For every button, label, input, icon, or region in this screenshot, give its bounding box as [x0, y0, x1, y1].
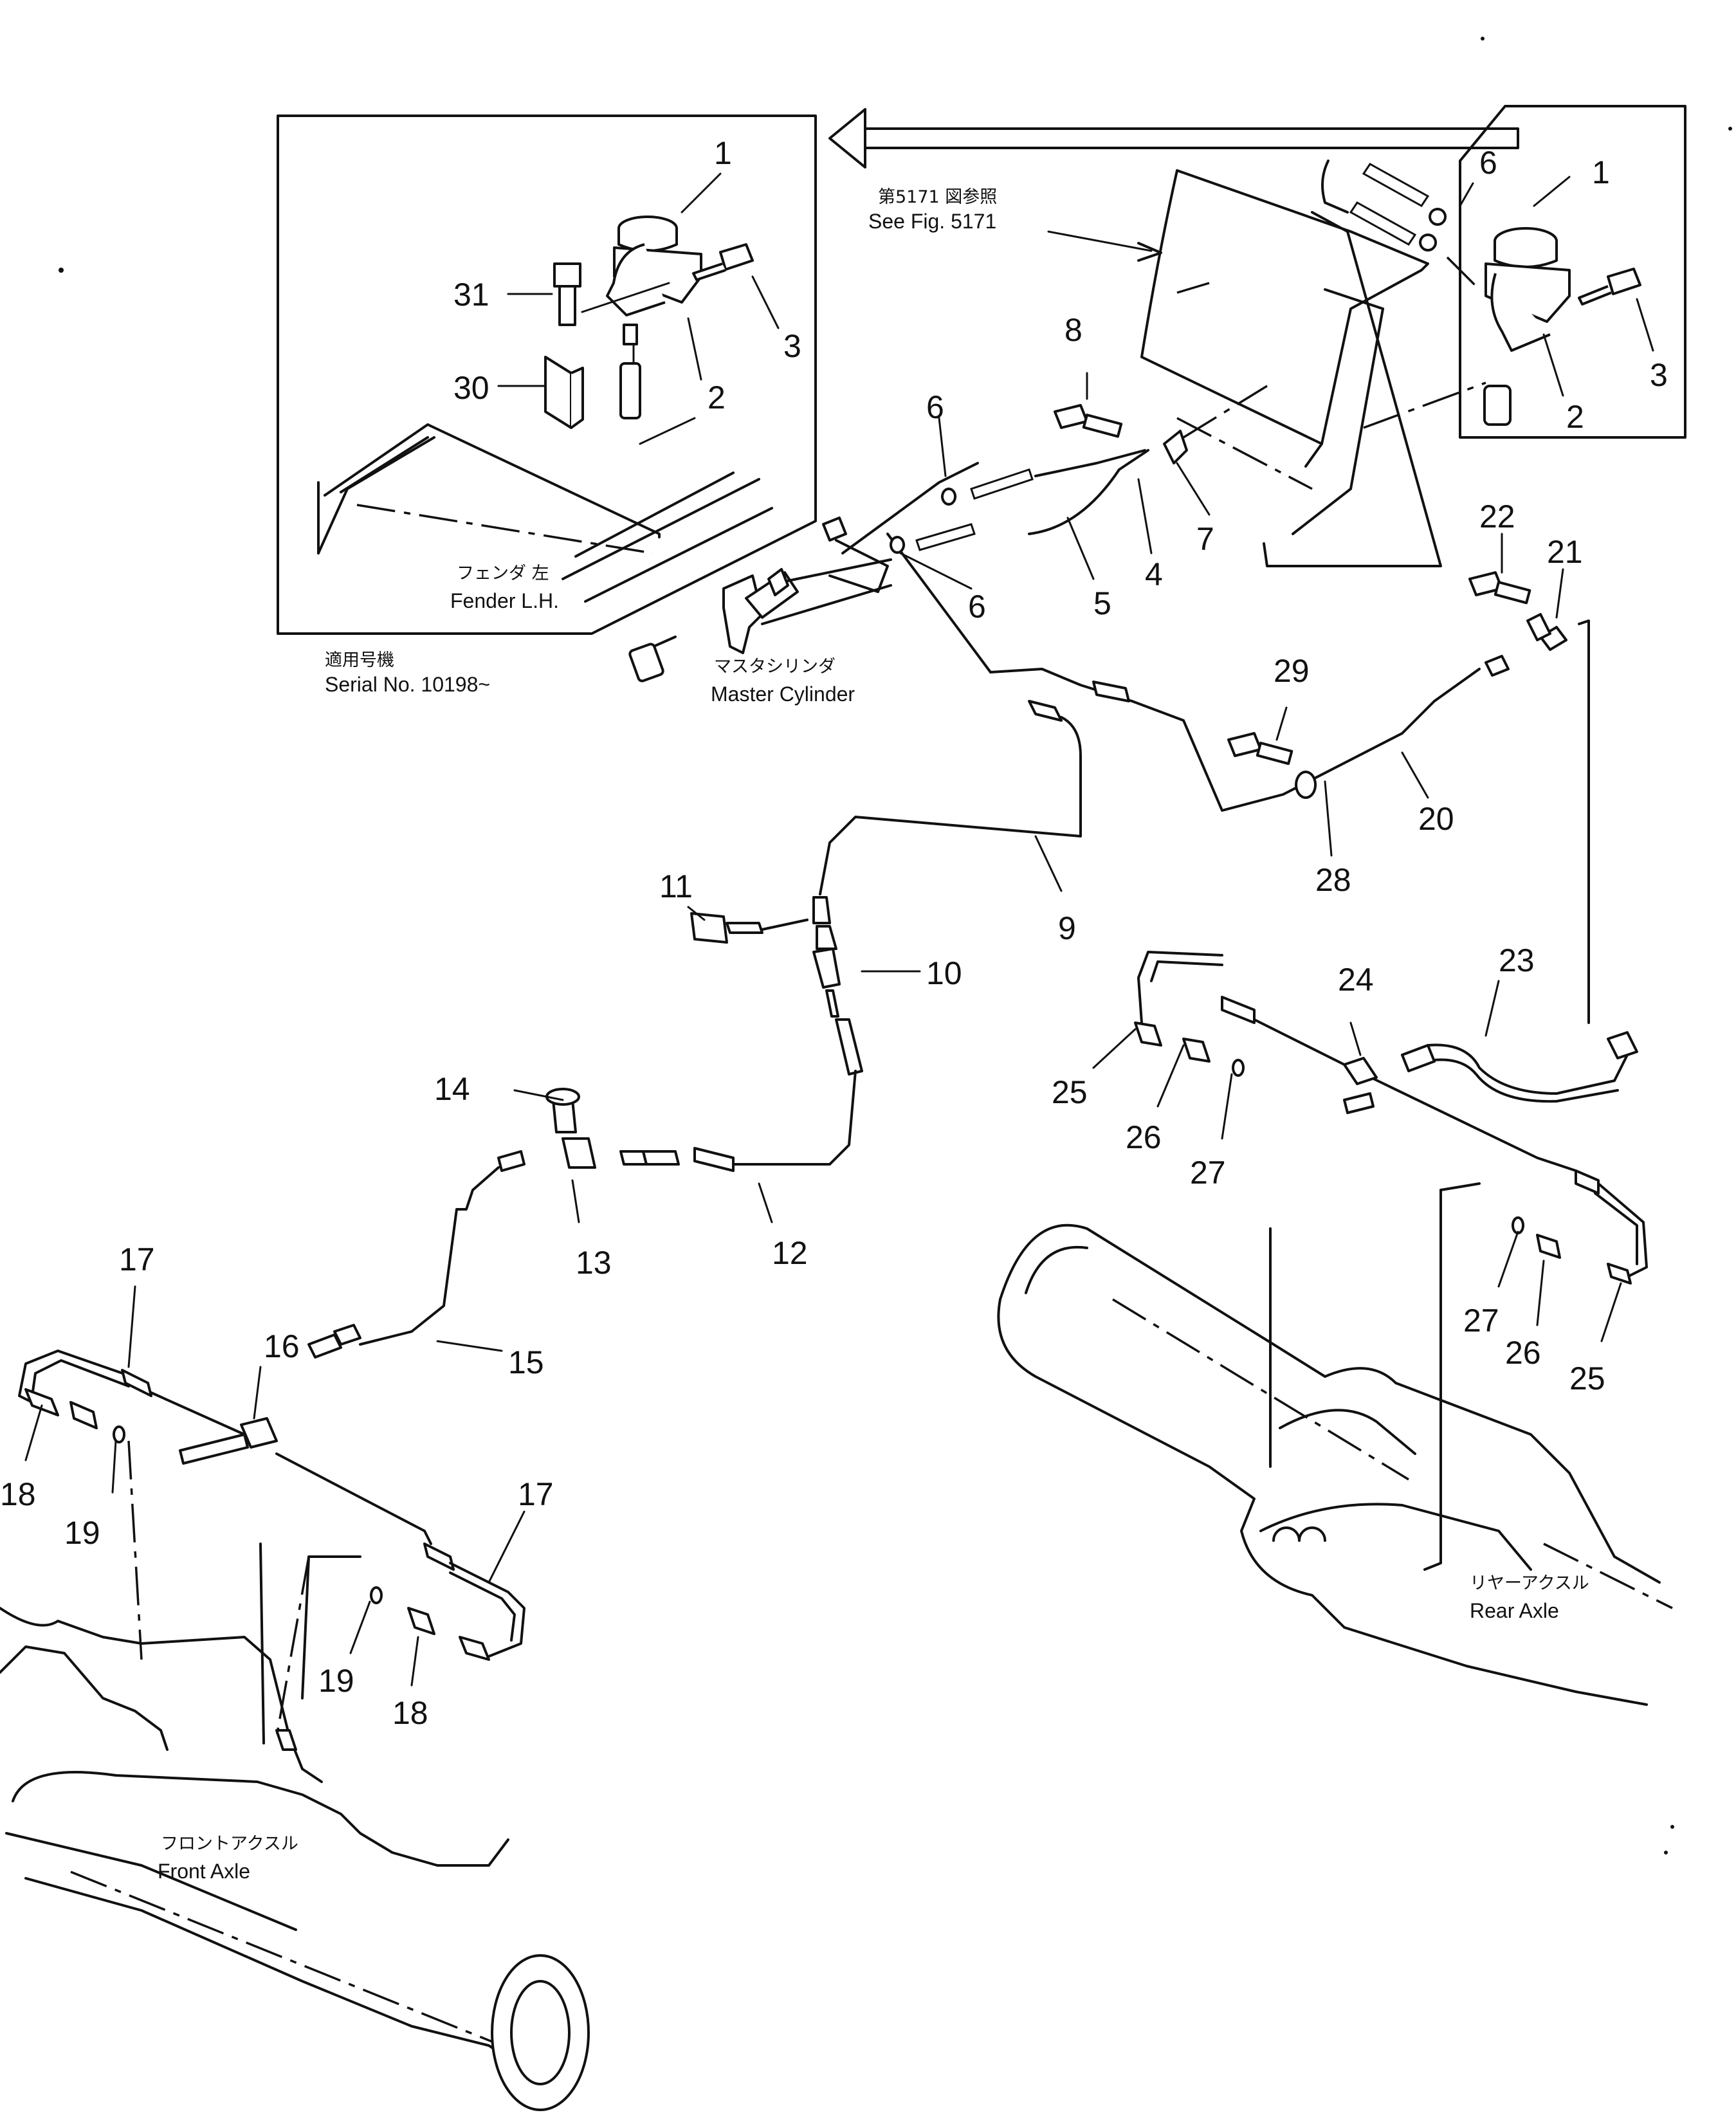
callout-25-left: 25 [1052, 1074, 1088, 1110]
callout-9: 9 [1058, 910, 1076, 946]
callout-8: 8 [1064, 312, 1083, 348]
callout-17-bottom: 17 [518, 1476, 554, 1512]
callout-17-top: 17 [119, 1241, 155, 1277]
master-cylinder-en: Master Cylinder [711, 682, 855, 706]
fender-label-jp: フェンダ 左 [457, 563, 549, 583]
callout-2-right: 2 [1566, 399, 1584, 435]
callout-30: 30 [453, 370, 489, 406]
callout-7: 7 [1196, 521, 1214, 557]
front-supply-line: 9 11 10 14 13 12 15 [307, 700, 1082, 1380]
rear-supply-line: 22 21 29 20 28 [989, 499, 1590, 1024]
callout-18-right: 18 [392, 1695, 428, 1731]
callout-20: 20 [1418, 801, 1454, 837]
master-cylinder-group: 6 8 7 4 5 6 マスタシリンダ Master Cylinder [628, 312, 1268, 706]
callout-14: 14 [434, 1071, 470, 1107]
front-axle-en: Front Axle [158, 1860, 250, 1883]
callout-29: 29 [1274, 653, 1310, 689]
callout-19-left: 19 [64, 1515, 100, 1551]
callout-13: 13 [576, 1245, 612, 1281]
front-axle-body: フロントアクスル Front Axle [0, 1440, 590, 2111]
callout-1: 1 [714, 135, 732, 171]
master-cylinder-jp: マスタシリンダ [714, 657, 836, 677]
callout-5: 5 [1093, 585, 1111, 621]
callout-21: 21 [1547, 534, 1583, 570]
callout-26-right: 26 [1505, 1335, 1541, 1371]
callout-27-right: 27 [1463, 1303, 1499, 1339]
callout-10: 10 [926, 955, 962, 991]
rear-axle-body: リヤーアクスル Rear Axle [997, 1182, 1673, 1706]
callout-4: 4 [1145, 556, 1163, 592]
callout-6-top: 6 [1479, 145, 1497, 181]
arrow-to-inset [828, 108, 1519, 169]
front-axle-jp: フロントアクスル [161, 1834, 298, 1854]
serial-label-jp: 適用号機 [325, 650, 394, 670]
scan-specks [59, 37, 1732, 1854]
rear-axle-jp: リヤーアクスル [1470, 1573, 1589, 1593]
fender-label-en: Fender L.H. [450, 589, 559, 612]
inset-left-fender: 1 2 3 31 30 フェンダ 左 Fender L.H. [277, 114, 817, 635]
callout-6-lower: 6 [968, 589, 986, 625]
rear-axle-en: Rear Axle [1470, 1599, 1559, 1622]
callout-3: 3 [783, 328, 801, 364]
callout-23: 23 [1499, 942, 1535, 978]
callout-18-left: 18 [0, 1476, 36, 1512]
callout-26-left: 26 [1126, 1119, 1162, 1155]
callout-19-right: 19 [318, 1663, 354, 1699]
rear-axle-piping: 24 23 25 26 27 27 26 25 [1052, 942, 1648, 1396]
serial-label-en: Serial No. 10198~ [325, 673, 490, 696]
callout-11: 11 [659, 868, 693, 904]
callout-16: 16 [264, 1328, 300, 1364]
callout-31: 31 [453, 277, 489, 313]
callout-24: 24 [1338, 962, 1374, 998]
callout-25-right: 25 [1569, 1360, 1605, 1396]
pedal-housing: 6 第5171 図参照 See Fig. 5171 [868, 145, 1497, 567]
callout-22: 22 [1479, 499, 1515, 535]
fig-ref-jp: 第5171 図参照 [878, 187, 997, 207]
callout-15: 15 [508, 1344, 544, 1380]
callout-6-upper: 6 [926, 389, 944, 425]
callout-3-right: 3 [1650, 357, 1668, 393]
callout-1-right: 1 [1592, 154, 1610, 190]
callout-12: 12 [772, 1235, 808, 1271]
fig-ref-en: See Fig. 5171 [868, 210, 996, 233]
callout-27-left: 27 [1190, 1155, 1226, 1191]
front-axle-piping: 17 16 18 19 17 19 18 [0, 1241, 554, 1731]
callout-2: 2 [708, 380, 726, 416]
inset-right-reservoir: 1 2 3 [1459, 105, 1686, 439]
callout-28: 28 [1315, 862, 1351, 898]
